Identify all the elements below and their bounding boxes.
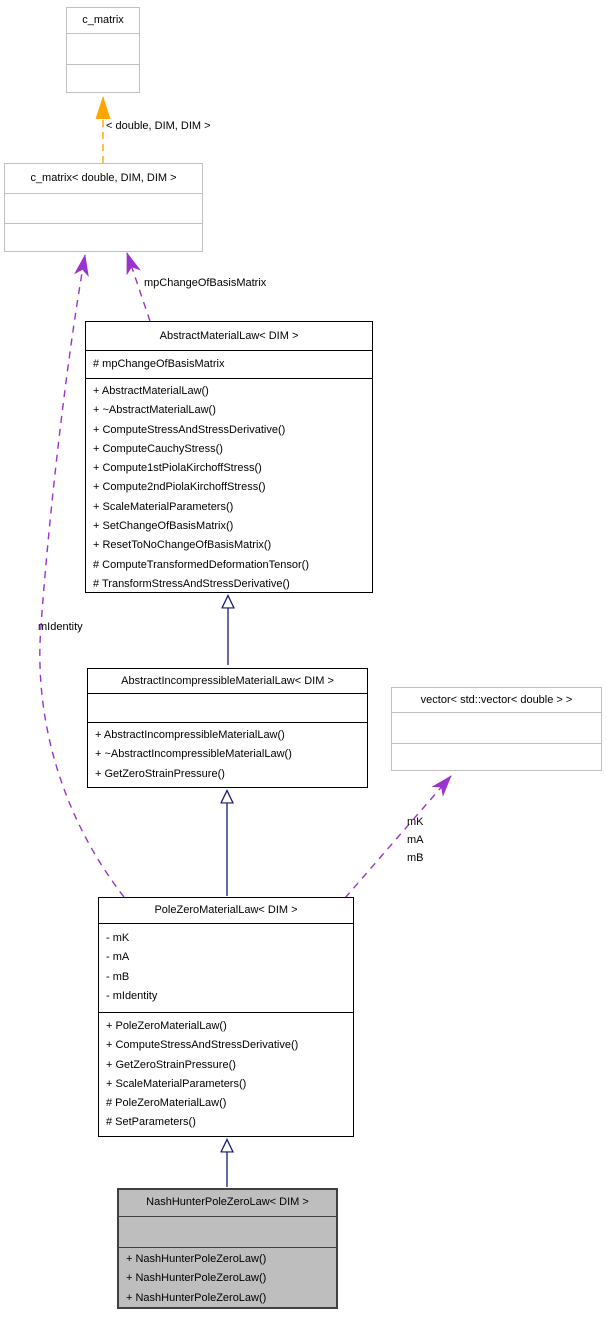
edge-label-template-args: < double, DIM, DIM > <box>106 120 211 132</box>
method: # PoleZeroMaterialLaw() <box>106 1097 227 1110</box>
methods-compartment: + AbstractIncompressibleMaterialLaw() + … <box>88 723 367 787</box>
attributes-compartment-empty <box>88 694 367 723</box>
class-title: c_matrix <box>67 8 139 34</box>
attribute: - mA <box>106 951 130 964</box>
methods-compartment-empty <box>5 224 202 251</box>
usage-arrow-mk-ma-mb <box>344 775 452 899</box>
methods-compartment: + AbstractMaterialLaw() + ~AbstractMater… <box>86 379 372 592</box>
method: + ComputeCauchyStress() <box>93 442 223 455</box>
class-title: AbstractMaterialLaw< DIM > <box>86 322 372 351</box>
method: + ComputeStressAndStressDerivative() <box>106 1039 299 1052</box>
edge-label-ma: mA <box>407 834 424 846</box>
method: # SetParameters() <box>106 1116 196 1129</box>
method: + ScaleMaterialParameters() <box>93 500 234 513</box>
methods-compartment: + PoleZeroMaterialLaw() + ComputeStressA… <box>99 1013 353 1136</box>
method: + Compute2ndPiolaKirchoffStress() <box>93 481 266 494</box>
class-box-abstract-incompressible-material-law[interactable]: AbstractIncompressibleMaterialLaw< DIM >… <box>87 668 368 788</box>
class-box-c-matrix[interactable]: c_matrix <box>66 7 140 93</box>
method: + ~AbstractIncompressibleMaterialLaw() <box>95 748 292 761</box>
class-title: c_matrix< double, DIM, DIM > <box>5 164 202 194</box>
attributes-compartment-empty <box>5 194 202 224</box>
method: + ~AbstractMaterialLaw() <box>93 404 216 417</box>
methods-compartment-empty <box>392 744 601 770</box>
methods-compartment-empty <box>67 65 139 92</box>
edge-label-m-identity: mIdentity <box>38 621 83 633</box>
attributes-compartment-empty <box>392 713 601 744</box>
methods-compartment: + NashHunterPoleZeroLaw() + NashHunterPo… <box>119 1248 336 1307</box>
method: + ScaleMaterialParameters() <box>106 1077 247 1090</box>
method: + GetZeroStrainPressure() <box>106 1058 236 1071</box>
method: + AbstractMaterialLaw() <box>93 385 209 397</box>
attributes-compartment: - mK - mA - mB - mIdentity <box>99 924 353 1013</box>
class-title: PoleZeroMaterialLaw< DIM > <box>99 898 353 924</box>
attribute: - mIdentity <box>106 989 158 1002</box>
attributes-compartment: # mpChangeOfBasisMatrix <box>86 351 372 379</box>
attributes-compartment-empty <box>119 1217 336 1248</box>
class-box-nash-hunter-pole-zero-law[interactable]: NashHunterPoleZeroLaw< DIM > + NashHunte… <box>117 1188 338 1309</box>
method: + ResetToNoChangeOfBasisMatrix() <box>93 539 272 552</box>
edge-label-mb: mB <box>407 852 424 864</box>
class-box-pole-zero-material-law[interactable]: PoleZeroMaterialLaw< DIM > - mK - mA - m… <box>98 897 354 1137</box>
attribute: - mB <box>106 970 130 983</box>
method: + SetChangeOfBasisMatrix() <box>93 520 234 533</box>
method: + Compute1stPiolaKirchoffStress() <box>93 462 262 475</box>
class-title: AbstractIncompressibleMaterialLaw< DIM > <box>88 669 367 694</box>
class-box-c-matrix-template[interactable]: c_matrix< double, DIM, DIM > <box>4 163 203 252</box>
usage-arrow-m-identity <box>39 254 125 898</box>
attribute: - mK <box>106 932 130 944</box>
edge-label-mp-change-of-basis-matrix: mpChangeOfBasisMatrix <box>144 277 267 289</box>
class-box-vector-std-vector-double[interactable]: vector< std::vector< double > > <box>391 687 602 771</box>
method: # ComputeTransformedDeformationTensor() <box>93 558 310 571</box>
method: + NashHunterPoleZeroLaw() <box>126 1291 267 1304</box>
method: + ComputeStressAndStressDerivative() <box>93 423 286 436</box>
class-title: vector< std::vector< double > > <box>392 688 601 713</box>
method: + PoleZeroMaterialLaw() <box>106 1020 227 1032</box>
method: + NashHunterPoleZeroLaw() <box>126 1272 267 1285</box>
edge-label-mk: mK <box>407 816 424 828</box>
attributes-compartment-empty <box>67 34 139 65</box>
class-box-abstract-material-law[interactable]: AbstractMaterialLaw< DIM > # mpChangeOfB… <box>85 321 373 593</box>
class-title: NashHunterPoleZeroLaw< DIM > <box>119 1190 336 1217</box>
method: # TransformStressAndStressDerivative() <box>93 577 290 590</box>
attribute: # mpChangeOfBasisMatrix <box>93 358 225 370</box>
method: + GetZeroStrainPressure() <box>95 767 225 780</box>
method: + NashHunterPoleZeroLaw() <box>126 1253 267 1265</box>
method: + AbstractIncompressibleMaterialLaw() <box>95 729 285 741</box>
